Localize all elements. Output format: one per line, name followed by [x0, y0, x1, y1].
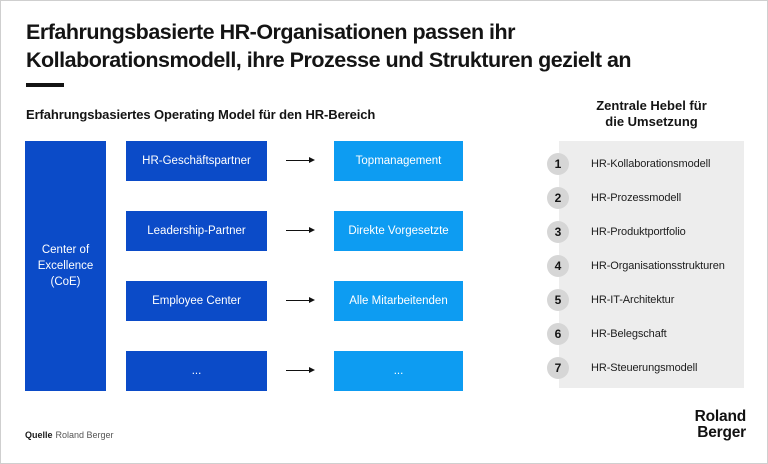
- target-box-label: Alle Mitarbeitenden: [349, 295, 448, 307]
- levers-panel: [559, 141, 744, 388]
- page-title-line-2: Kollaborationsmodell, ihre Prozesse und …: [26, 48, 632, 72]
- source-box-ellipsis: ...: [126, 351, 267, 391]
- operating-model-heading: Erfahrungsbasiertes Operating Model für …: [26, 107, 376, 122]
- coe-box: Center of Excellence (CoE): [25, 141, 106, 391]
- lever-number-badge: 3: [547, 221, 569, 243]
- lever-label: HR-Prozessmodell: [591, 192, 682, 204]
- page-title-line-1: Erfahrungsbasierte HR-Organisationen pas…: [26, 20, 516, 44]
- arrow-icon: [286, 365, 315, 375]
- lever-label: HR-Organisationsstrukturen: [591, 260, 725, 272]
- lever-label: HR-IT-Architektur: [591, 294, 675, 306]
- lever-number-badge: 1: [547, 153, 569, 175]
- source-note-label: Quelle: [25, 430, 53, 440]
- source-box-label: Employee Center: [152, 295, 241, 307]
- target-box-alle-mitarbeitenden: Alle Mitarbeitenden: [334, 281, 463, 321]
- lever-number-badge: 7: [547, 357, 569, 379]
- target-box-label: ...: [393, 365, 404, 377]
- coe-label: Center of Excellence (CoE): [37, 244, 94, 288]
- lever-label: HR-Steuerungsmodell: [591, 362, 698, 374]
- lever-label: HR-Produktportfolio: [591, 226, 686, 238]
- lever-item-6: 6 HR-Belegschaft: [547, 323, 667, 345]
- lever-item-2: 2 HR-Prozessmodell: [547, 187, 681, 209]
- target-box-label: Direkte Vorgesetzte: [348, 225, 449, 237]
- lever-label: HR-Kollaborationsmodell: [591, 158, 711, 170]
- source-box-leadership-partner: Leadership-Partner: [126, 211, 267, 251]
- lever-item-1: 1 HR-Kollaborationsmodell: [547, 153, 710, 175]
- lever-item-3: 3 HR-Produktportfolio: [547, 221, 686, 243]
- source-box-employee-center: Employee Center: [126, 281, 267, 321]
- source-box-hr-geschaeftspartner: HR-Geschäftspartner: [126, 141, 267, 181]
- lever-item-7: 7 HR-Steuerungsmodell: [547, 357, 697, 379]
- roland-berger-logo: Roland Berger: [694, 408, 747, 441]
- source-box-label: HR-Geschäftspartner: [142, 155, 251, 167]
- arrow-icon: [286, 295, 315, 305]
- target-box-label: Topmanagement: [355, 155, 442, 167]
- title-underline-dash: [26, 83, 64, 87]
- arrow-icon: [286, 225, 315, 235]
- lever-label: HR-Belegschaft: [591, 328, 667, 340]
- lever-number-badge: 6: [547, 323, 569, 345]
- source-box-label: ...: [191, 365, 202, 377]
- target-box-direkte-vorgesetzte: Direkte Vorgesetzte: [334, 211, 463, 251]
- arrow-icon: [286, 155, 315, 165]
- source-box-label: Leadership-Partner: [147, 225, 246, 237]
- lever-item-4: 4 HR-Organisationsstrukturen: [547, 255, 725, 277]
- target-box-topmanagement: Topmanagement: [334, 141, 463, 181]
- source-note-text: Roland Berger: [55, 430, 114, 440]
- target-box-ellipsis: ...: [334, 351, 463, 391]
- lever-item-5: 5 HR-IT-Architektur: [547, 289, 674, 311]
- levers-heading: Zentrale Hebel für die Umsetzung: [596, 98, 707, 129]
- lever-number-badge: 5: [547, 289, 569, 311]
- lever-number-badge: 2: [547, 187, 569, 209]
- lever-number-badge: 4: [547, 255, 569, 277]
- page-title: Erfahrungsbasierte HR-Organisationen pas…: [26, 18, 632, 74]
